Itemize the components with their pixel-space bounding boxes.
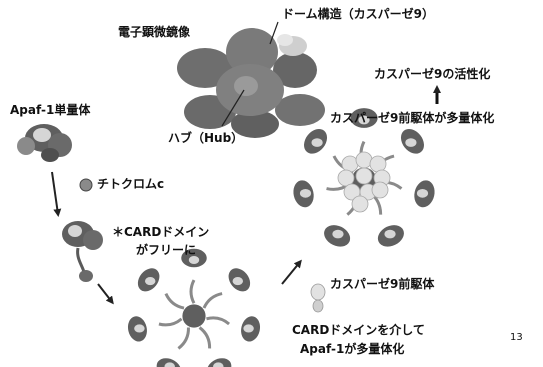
apaf1-head [156,358,182,367]
arrow-down-2 [97,283,114,305]
arrow-down-1 [51,171,62,217]
apaf1-arm [164,292,185,310]
apaf1-head-highlight [299,189,312,198]
apoptosome-wheel-top [293,108,435,247]
apaf1-monomer-shape [17,124,72,162]
apaf1-head [206,358,232,367]
procaspase9-molecule [310,283,326,313]
arrow-up-3 [281,259,302,285]
page-number: 13 [510,332,523,343]
caspase9-subunit [355,167,373,185]
apaf1-head-highlight [384,229,396,239]
apaf1-arm [198,326,212,349]
apoptosome-hub [182,304,206,328]
label-procaspase9: カスパーゼ9前駆体 [330,277,435,291]
apaf1-head-highlight [311,138,323,147]
label-card-free-line2: がフリーに [136,243,197,257]
label-card-multimer-line2: Apaf-1が多量体化 [300,342,405,356]
apaf1-card-free-shape [62,221,103,282]
apaf1-arm [189,279,196,304]
label-hub: ハブ（Hub） [168,131,244,145]
label-activation: カスパーゼ9の活性化 [374,67,491,81]
apaf1-arm [158,317,183,327]
label-card-free-line1: ＊CARDドメイン [112,225,210,239]
pointer-hub [221,89,245,127]
caspase9-subunit [369,155,387,173]
apaf1-head-highlight [164,362,175,367]
apaf1-head-highlight [188,255,200,265]
caspase9-subunit [337,169,355,187]
apoptosome-wheel-bottom [127,248,261,367]
caspase9-subunit [341,155,359,173]
apaf1-head-highlight [134,324,145,333]
cytochrome-c-molecule [79,178,93,192]
apaf1-arm [177,327,190,350]
label-cytochrome-c: チトクロムc [97,177,165,191]
apaf1-head-highlight [332,229,344,239]
apaf1-arm [206,316,231,326]
label-em-image: 電子顕微鏡像 [118,25,191,39]
apaf1-head-highlight [358,115,370,125]
apaf1-head-highlight [213,362,224,367]
caspase9-subunit [355,151,373,169]
apaf1-head-highlight [405,138,417,147]
apaf1-arm [202,292,223,309]
electron-micrograph-image [177,28,325,138]
apaf1-head-highlight [232,277,244,286]
label-card-multimer-line1: CARDドメインを介して [292,323,425,337]
apaf1-head-highlight [416,189,429,198]
caspase9-subunit [351,195,369,213]
apaf1-head-highlight [243,324,254,333]
label-procaspase-multimer: カスパーゼ9前駆体が多量体化 [330,111,495,125]
apaf1-head-highlight [144,277,156,286]
label-apaf1-monomer: Apaf-1単量体 [10,103,91,117]
pointer-dome [269,21,279,45]
caspase9-subunit [371,181,389,199]
label-dome-structure: ドーム構造（カスパーゼ9） [282,7,434,21]
